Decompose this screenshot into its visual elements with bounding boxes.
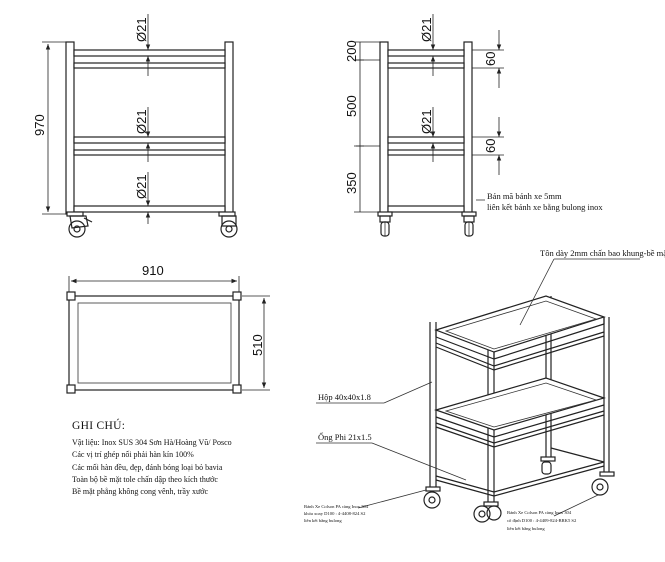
pipe-callout-top: Ø21 (134, 14, 151, 76)
iso-back-right-post (603, 317, 610, 472)
front-caster-left (68, 215, 93, 238)
seg-top-dim: 200 (344, 40, 359, 62)
side-pipe-mid-label: Ø21 (419, 109, 434, 134)
isometric-view: Tôn dày 2mm chấn bao khung-bề mặt 2B Hộp… (304, 248, 665, 531)
wheel-bolt-note: liên kết bánh xe bằng bulong inox (487, 202, 603, 212)
iso-caster-front-left (423, 486, 441, 509)
depth-dim: 510 (250, 334, 265, 356)
front-view: 970 Ø21 Ø21 Ø21 (32, 14, 238, 238)
iso-caster-back-right (591, 471, 615, 496)
side-caster-right (461, 211, 477, 237)
seg-bottom-dim: 350 (344, 172, 359, 194)
caster-right-label-1: Bánh Xe Colson PA càng Inox 304 (507, 510, 572, 515)
sheet-label: Tôn dày 2mm chấn bao khung-bề mặt 2B (540, 248, 665, 258)
width-dim: 910 (142, 263, 164, 278)
caster-left-label-3: liên kết bằng bulong (304, 518, 342, 523)
front-mid-tray-lip (73, 149, 226, 156)
pipe-callout-bottom: Ø21 (134, 172, 151, 224)
iso-mid-tray (434, 377, 606, 431)
side-pipe-top-label: Ø21 (419, 17, 434, 42)
pipe-callout-mid: Ø21 (134, 107, 151, 162)
side-left-post (379, 41, 389, 215)
caster-right-label-3: liên kết bằng bulong (507, 526, 545, 531)
box-tube-label: Hộp 40x40x1.8 (318, 392, 371, 402)
front-top-tray-lip (73, 62, 226, 69)
top-view: 910 510 (66, 263, 270, 394)
notes-line: Toàn bộ bề mặt tole chấn dập theo kích t… (72, 474, 218, 484)
notes-line: Các vị trí ghép nối phải hàn kín 100% (72, 450, 194, 460)
iso-caster-back-left (540, 456, 556, 475)
front-mid-tray (73, 136, 226, 144)
front-right-post (224, 41, 234, 215)
front-bottom-rail (73, 205, 226, 213)
pipe-top-label: Ø21 (134, 17, 149, 42)
caster-right-label-2: cố định D100 : 4-4409-824-BRK5 S2 (507, 518, 577, 523)
front-height-dim: 970 (32, 114, 47, 136)
wheel-plate-note: Bản mã bánh xe 5mm (487, 191, 562, 201)
notes-title: GHI CHÚ: (72, 420, 126, 432)
pipe-bottom-label: Ø21 (134, 174, 149, 199)
iso-caster-front-right (473, 501, 502, 523)
caster-left-label-1: Bánh Xe Colson PA càng Inox 304 (304, 504, 369, 509)
notes-line: Vật liệu: Inox SUS 304 Sơn Hà/Hoàng Vũ/ … (72, 438, 232, 447)
iso-front-left-post (429, 322, 437, 487)
top-outer-frame (68, 295, 240, 391)
caster-left-label-2: khóa xoay D100 : 4-4408-824 S2 (304, 511, 366, 516)
notes-line: Bề mặt phẳng không cong vênh, trầy xước (72, 487, 209, 497)
notes-block: GHI CHÚ: Vật liệu: Inox SUS 304 Sơn Hà/H… (72, 420, 332, 498)
side-view: 200 500 350 Ø21 Ø21 60 60 Bản mã bánh xe… (344, 14, 603, 237)
front-caster-right (220, 215, 238, 238)
tray-top-dim: 60 (483, 52, 498, 66)
tray-mid-dim: 60 (483, 139, 498, 153)
top-inner-panel (77, 302, 232, 384)
pipe-mid-label: Ø21 (134, 109, 149, 134)
notes-line: Các mối hàn đều, đẹp, đánh bóng loại bỏ … (72, 462, 223, 472)
side-caster-left (377, 211, 393, 237)
round-pipe-label: Ống Phi 21x1.5 (318, 432, 372, 442)
front-top-tray (73, 49, 226, 57)
seg-mid-dim: 500 (344, 95, 359, 117)
side-right-post (463, 41, 473, 215)
front-left-post (65, 41, 75, 215)
